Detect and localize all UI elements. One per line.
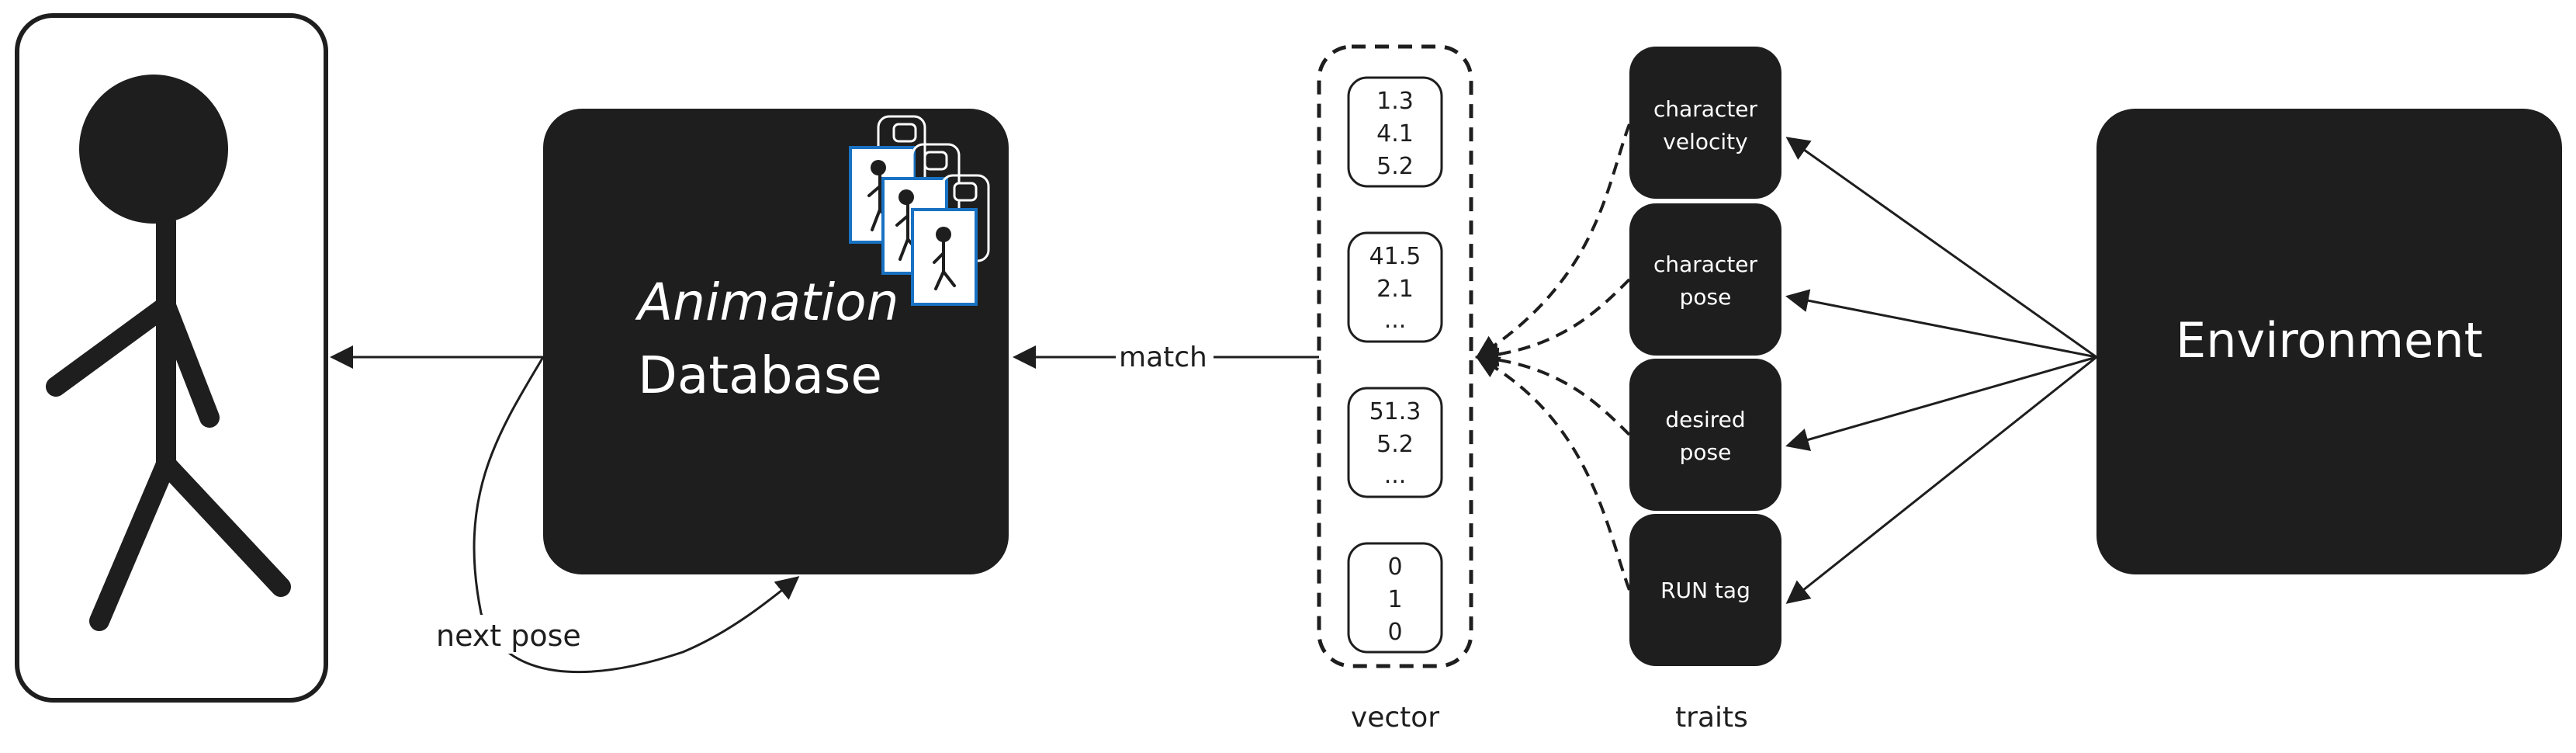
animation-frame-icon [911,174,990,306]
traits-label: traits [1675,702,1748,734]
vector-value: 4.1 [1376,120,1414,147]
edge-tag-to-vector [1475,356,1631,591]
character-panel [15,13,328,703]
vector-cell: 1.3 4.1 5.2 [1347,76,1443,188]
vector-cell: 41.5 2.1 ... [1347,231,1443,343]
vector-value: 41.5 [1369,243,1421,270]
vector-value: ... [1384,307,1407,334]
vector-value: 0 [1387,619,1402,646]
vector-value: ... [1384,462,1407,489]
vector-value: 5.2 [1376,153,1414,180]
vector-value: 1 [1387,586,1402,613]
traits-column: character velocity character pose desire… [1629,47,1781,734]
environment-box: Environment [2096,109,2562,574]
trait-character-pose: character pose [1629,203,1781,356]
edge-desired-to-vector [1475,347,1631,436]
vector-value: 5.2 [1376,431,1414,458]
edge-env-to-desired [1785,356,2097,451]
vector-cell: 51.3 5.2 ... [1347,387,1443,498]
animation-frames-stack [849,115,990,306]
edge-env-to-tag [1785,356,2097,604]
edge-env-to-pose [1785,289,2097,359]
edge-match: match [1013,338,1319,374]
database-title-line1: Animation [635,272,898,332]
edge-velocity-to-vector [1475,123,1631,359]
trait-label: RUN tag [1660,578,1750,603]
trait-label: character [1653,96,1758,122]
trait-label: velocity [1663,129,1747,154]
trait-label: pose [1680,439,1732,465]
vector-cell: 0 1 0 [1347,542,1443,654]
match-label: match [1119,342,1207,373]
vector-label: vector [1351,702,1439,734]
stick-figure-icon [46,75,291,631]
edges-traits-to-vector [1475,123,1631,591]
edge-next-pose-loop: next pose [431,356,800,674]
edges-environment-to-traits [1785,137,2097,604]
vector-value: 51.3 [1369,398,1421,425]
environment-label: Environment [2176,312,2483,369]
edge-env-to-velocity [1785,137,2097,359]
trait-desired-pose: desired pose [1629,359,1781,511]
next-pose-label: next pose [436,619,581,653]
trait-label: pose [1680,284,1732,310]
trait-label: desired [1665,407,1745,432]
trait-run-tag: RUN tag [1629,514,1781,666]
vector-value: 0 [1387,553,1402,581]
vector-container: 1.3 4.1 5.2 41.5 2.1 ... 51.3 5.2 ... 0 … [1317,44,1473,734]
database-title-line2: Database [638,345,882,405]
edge-pose-to-vector [1475,278,1631,367]
trait-character-velocity: character velocity [1629,47,1781,199]
trait-label: character [1653,252,1758,277]
vector-value: 1.3 [1376,88,1414,115]
vector-value: 2.1 [1376,276,1414,303]
animation-database-box: Animation Database [543,109,1009,574]
